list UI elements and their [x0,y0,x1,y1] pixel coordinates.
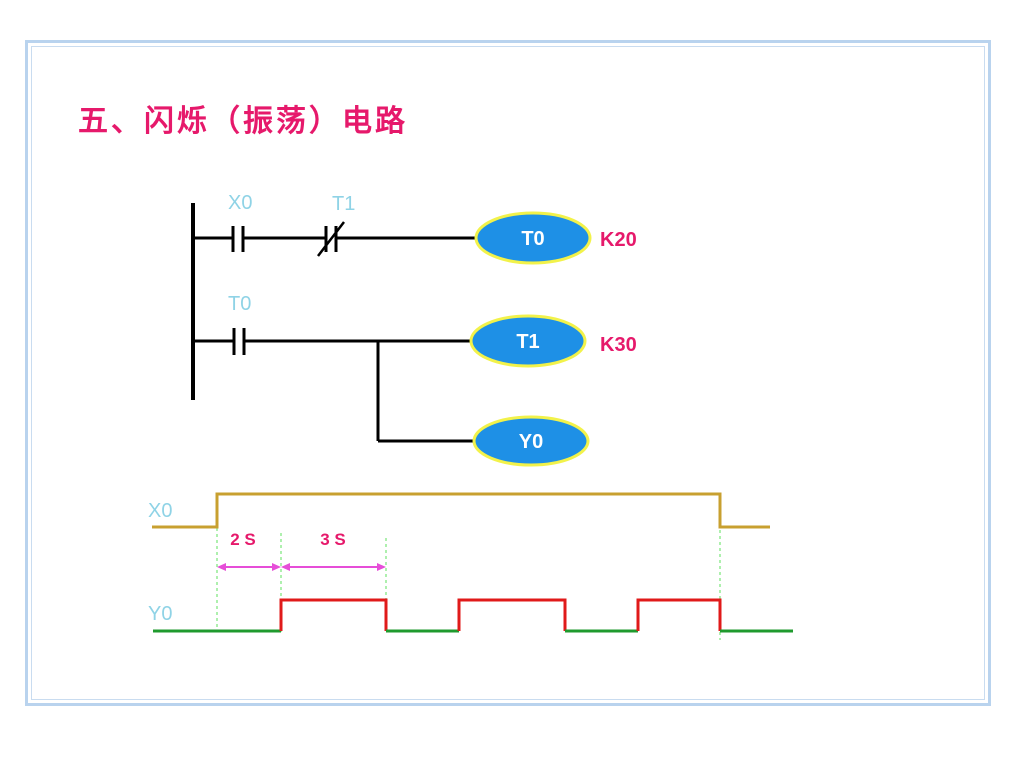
interval-arrow-2s [217,563,281,571]
coil-t0-setting: K20 [600,229,637,251]
contact-x0-no [231,226,245,252]
slide-frame-outer [25,40,991,706]
coil-y0: Y0 [472,415,590,467]
interval-2s-label: 2 S [230,530,256,549]
y0-waveform [153,598,793,633]
coil-t0: T0 [474,211,592,265]
timing-x0-label: X0 [148,500,172,522]
coil-t1-setting: K30 [600,334,637,356]
timing-diagram: X0 Y0 [148,492,793,640]
interval-arrow-3s [281,563,386,571]
timing-guide-lines [216,500,721,640]
contact-t0-label: T0 [228,293,251,315]
interval-3s-label: 3 S [320,530,346,549]
rung-1: X0 T1 T0 K20 [193,192,637,265]
slide-frame-inner [31,46,985,700]
rung-2: T0 T1 K30 Y0 [193,293,637,467]
contact-t0-no [232,328,246,355]
coil-t1: T1 [469,314,587,368]
coil-t1-label: T1 [516,331,539,353]
coil-y0-label: Y0 [519,431,543,453]
contact-x0-label: X0 [228,192,252,214]
coil-t0-label: T0 [521,228,544,250]
slide-title: 五、闪烁（振荡）电路 [78,104,408,139]
contact-t1-label: T1 [332,193,355,215]
x0-waveform [152,492,770,529]
timing-y0-label: Y0 [148,603,172,625]
